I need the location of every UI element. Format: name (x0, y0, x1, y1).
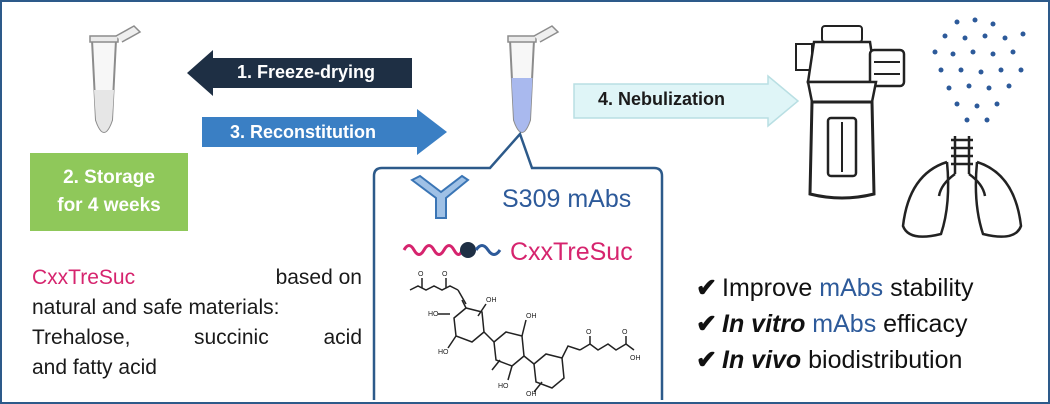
svg-text:O: O (622, 329, 628, 336)
antibody-label: S309 mAbs (502, 185, 632, 213)
description-line-3: Trehalose, succinic acid (32, 326, 362, 354)
tube-center-icon (507, 25, 560, 133)
outcome-checklist: ✔Improve mAbs stability ✔In vitro mAbs e… (696, 270, 973, 378)
description-line1-rest: based on (275, 266, 362, 289)
svg-text:OH: OH (486, 297, 497, 304)
storage-label-line1: 2. Storage (63, 167, 155, 188)
storage-box (30, 153, 188, 231)
svg-text:OH: OH (630, 355, 641, 362)
svg-text:HO: HO (438, 349, 449, 356)
outcome-text: Improve (722, 274, 820, 302)
description-line-1: CxxTreSuc based on (32, 266, 362, 294)
outcome-italic: In vivo (722, 346, 802, 374)
surfactant-icon (402, 242, 502, 258)
lungs-icon (901, 136, 1023, 238)
outcome-item: ✔In vivo biodistribution (696, 342, 973, 378)
outcome-text: stability (883, 274, 974, 302)
tube-left-icon (89, 25, 142, 133)
svg-text:O: O (586, 329, 592, 336)
check-icon: ✔ (696, 310, 717, 338)
storage-label-line2: for 4 weeks (57, 195, 161, 216)
outcome-item: ✔In vitro mAbs efficacy (696, 306, 973, 342)
surfactant-label: CxxTreSuc (510, 238, 633, 266)
aerosol-dots-icon (932, 17, 1026, 123)
chemical-structure-icon: O O HO OH HO OH HO OH O O OH (409, 271, 641, 398)
outcome-item: ✔Improve mAbs stability (696, 270, 973, 306)
svg-text:HO: HO (498, 383, 509, 390)
reconstitution-label: 3. Reconstitution (230, 122, 377, 142)
description-line3-c: acid (323, 326, 362, 349)
check-icon: ✔ (696, 274, 717, 302)
description-line3-b: succinic (194, 326, 269, 349)
svg-text:OH: OH (526, 313, 537, 320)
description-line3-a: Trehalose, (32, 326, 131, 349)
freeze-drying-label: 1. Freeze-drying (237, 62, 376, 82)
svg-text:HO: HO (428, 311, 439, 318)
description-line-4: and fatty acid (32, 356, 157, 379)
outcome-accent: mAbs (812, 310, 877, 338)
outcome-text: efficacy (876, 310, 968, 338)
description-line-2: natural and safe materials: (32, 296, 280, 319)
svg-text:OH: OH (526, 391, 537, 398)
nebulization-arrow (573, 74, 800, 128)
svg-text:O: O (442, 271, 448, 278)
reconstitution-arrow (202, 109, 447, 155)
check-icon: ✔ (696, 346, 717, 374)
antibody-icon (410, 174, 470, 219)
outcome-text: biodistribution (808, 346, 963, 374)
freeze-drying-arrow (187, 50, 412, 96)
svg-text:O: O (418, 271, 424, 278)
nebulization-label: 4. Nebulization (598, 89, 726, 109)
outcome-italic: In vitro (722, 310, 806, 338)
description-highlight: CxxTreSuc (32, 266, 136, 289)
outcome-accent: mAbs (819, 274, 884, 302)
nebulizer-icon (795, 25, 906, 200)
